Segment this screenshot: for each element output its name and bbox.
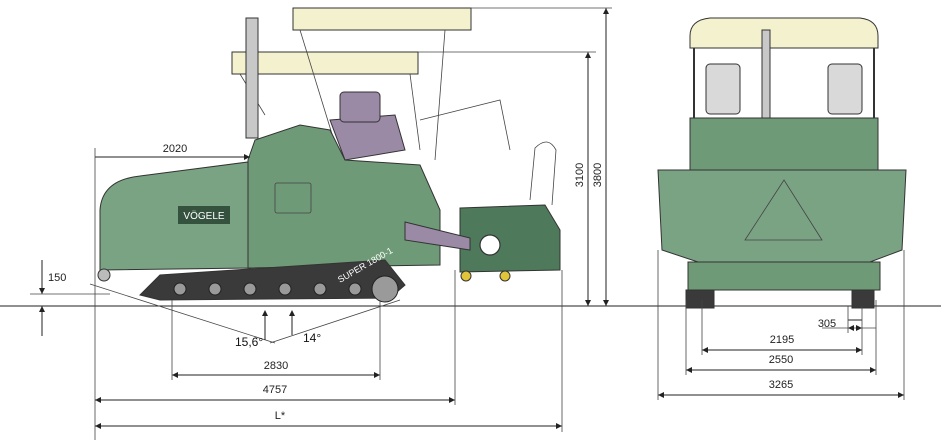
track-roller xyxy=(313,282,327,296)
track-roller xyxy=(243,282,257,296)
dim-2195-label: 2195 xyxy=(770,334,794,346)
rear-railing xyxy=(529,141,557,206)
operator-seat xyxy=(339,91,381,123)
front-canopy xyxy=(689,17,879,49)
handrail xyxy=(419,99,511,151)
canopy-roof-lower xyxy=(231,51,419,75)
arrow-2020 xyxy=(244,154,250,160)
push-roller xyxy=(97,268,111,282)
front-track-right xyxy=(851,289,875,309)
screed-arm xyxy=(404,221,471,251)
angle-line-rear xyxy=(89,283,276,344)
dim-3100-label: 3100 xyxy=(574,163,586,187)
track-roller xyxy=(278,282,292,296)
front-seat-left xyxy=(705,63,741,115)
front-view: 305 2195 2550 3265 xyxy=(657,17,907,400)
track-rollers xyxy=(173,275,399,303)
yellow-detail-1 xyxy=(460,270,472,282)
dim-2830-label: 2830 xyxy=(264,360,288,372)
screed-unit xyxy=(459,204,561,273)
engine-panel xyxy=(274,182,312,214)
canopy-post-4 xyxy=(409,73,421,151)
track-roller xyxy=(173,282,187,296)
canopy-post-2 xyxy=(434,29,446,161)
crawler-track xyxy=(139,259,406,301)
dim-2020-label: 2020 xyxy=(163,143,187,155)
arm-pivot xyxy=(479,234,501,256)
front-seat-right xyxy=(827,63,863,115)
track-roller xyxy=(208,282,222,296)
front-lower-frame xyxy=(687,261,881,291)
side-view: VÖGELE SUPER 1800-1 2020 3100 3800 150 xyxy=(30,7,612,440)
front-upper-body xyxy=(689,117,879,171)
track-roller xyxy=(348,282,362,296)
brand-label: VÖGELE xyxy=(183,210,224,222)
track-roller xyxy=(371,275,399,303)
front-exhaust xyxy=(761,29,771,121)
exhaust-stack xyxy=(245,17,259,139)
angle-line-front xyxy=(269,299,401,344)
angle-rear-label: 15,6° xyxy=(235,335,263,349)
dim-305-label: 305 xyxy=(818,318,836,330)
front-center-panel xyxy=(744,179,823,241)
dim-total-label: L* xyxy=(275,410,286,422)
dim-2550-label: 2550 xyxy=(769,354,793,366)
dim-150-label: 150 xyxy=(48,272,66,284)
angle-front-label: 14° xyxy=(303,331,321,345)
canopy-roof-top xyxy=(292,7,472,31)
hopper xyxy=(99,161,251,271)
brand-plate xyxy=(178,206,230,224)
dim-4757-label: 4757 xyxy=(263,384,287,396)
front-track-left xyxy=(685,289,715,309)
yellow-detail-2 xyxy=(499,270,511,282)
dim-3800-label: 3800 xyxy=(592,163,604,187)
dim-3265-label: 3265 xyxy=(769,379,793,391)
